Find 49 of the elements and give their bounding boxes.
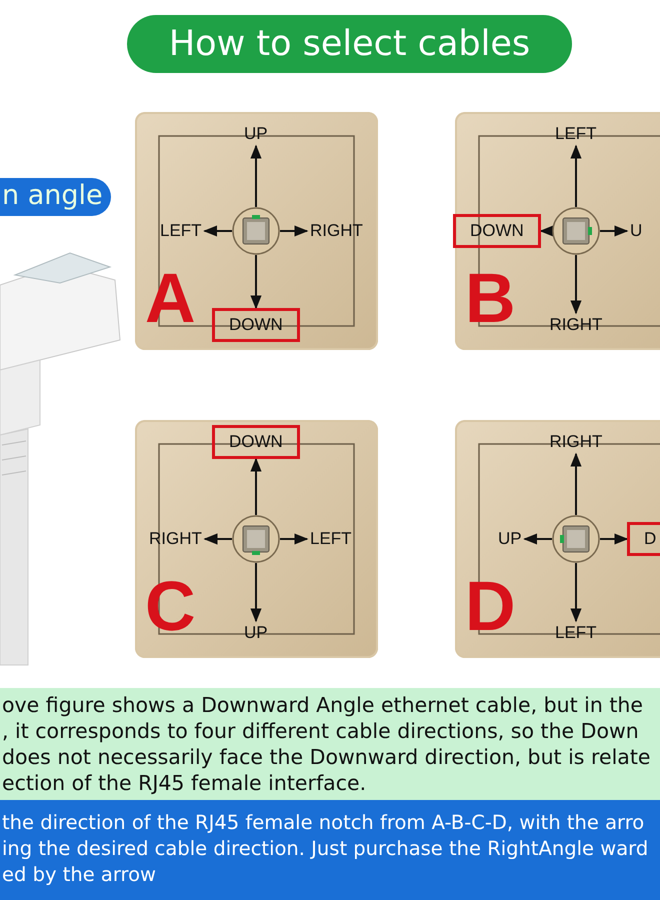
wall-plate <box>455 420 660 658</box>
direction-label: RIGHT <box>307 219 366 243</box>
socket-drawing <box>232 515 280 563</box>
arrow <box>203 225 232 237</box>
direction-label: UP <box>495 527 525 551</box>
arrow <box>570 144 582 207</box>
text-line: ed by the arrow <box>1 862 156 888</box>
arrow <box>523 533 552 545</box>
text-line: does not necessarily face the Downward direction, but is relate <box>1 744 651 770</box>
socket-drawing <box>552 515 600 563</box>
text-line: ove figure shows a Downward Angle ethernet cable, but in the <box>1 692 644 718</box>
direction-label: UP <box>241 122 271 146</box>
direction-label: RIGHT <box>546 313 606 337</box>
direction-label: RIGHT <box>546 430 606 454</box>
tag-label: n angle <box>0 178 111 216</box>
highlighted-direction-label: D <box>627 522 660 556</box>
socket-drawing <box>232 207 280 255</box>
direction-label: LEFT <box>552 122 600 146</box>
direction-label: RIGHT <box>146 527 205 551</box>
arrow <box>539 225 554 237</box>
wall-plate <box>135 112 378 350</box>
arrow <box>280 533 308 545</box>
arrow <box>570 452 582 515</box>
direction-label: UP <box>241 621 271 645</box>
arrow <box>250 255 262 310</box>
text-line: ing the desired cable direction. Just purchase the RightAngle ward <box>1 836 648 862</box>
highlighted-direction-label: DOWN <box>453 214 541 248</box>
arrow <box>570 255 582 314</box>
text-line: , it corresponds to four different cable directions, so the Down <box>1 718 639 744</box>
arrow <box>250 563 262 622</box>
text-line: the direction of the RJ45 female notch from A-B-C-D, with the arro <box>1 810 644 836</box>
wall-plate <box>135 420 378 658</box>
direction-label: LEFT <box>157 219 205 243</box>
highlighted-direction-label: DOWN <box>212 308 300 342</box>
direction-label: U <box>627 219 646 243</box>
wall-plate <box>455 112 660 350</box>
text-line: ection of the RJ45 female interface. <box>1 770 366 796</box>
direction-label: LEFT <box>307 527 355 551</box>
arrow <box>250 458 262 515</box>
arrow <box>280 225 308 237</box>
highlighted-direction-label: DOWN <box>212 425 300 459</box>
direction-label: LEFT <box>552 621 600 645</box>
arrow <box>250 144 262 207</box>
arrow <box>600 533 628 545</box>
arrow <box>204 533 232 545</box>
title-banner: How to select cables <box>127 15 572 73</box>
socket-drawing <box>552 207 600 255</box>
arrow <box>570 563 582 622</box>
arrow <box>600 225 628 237</box>
